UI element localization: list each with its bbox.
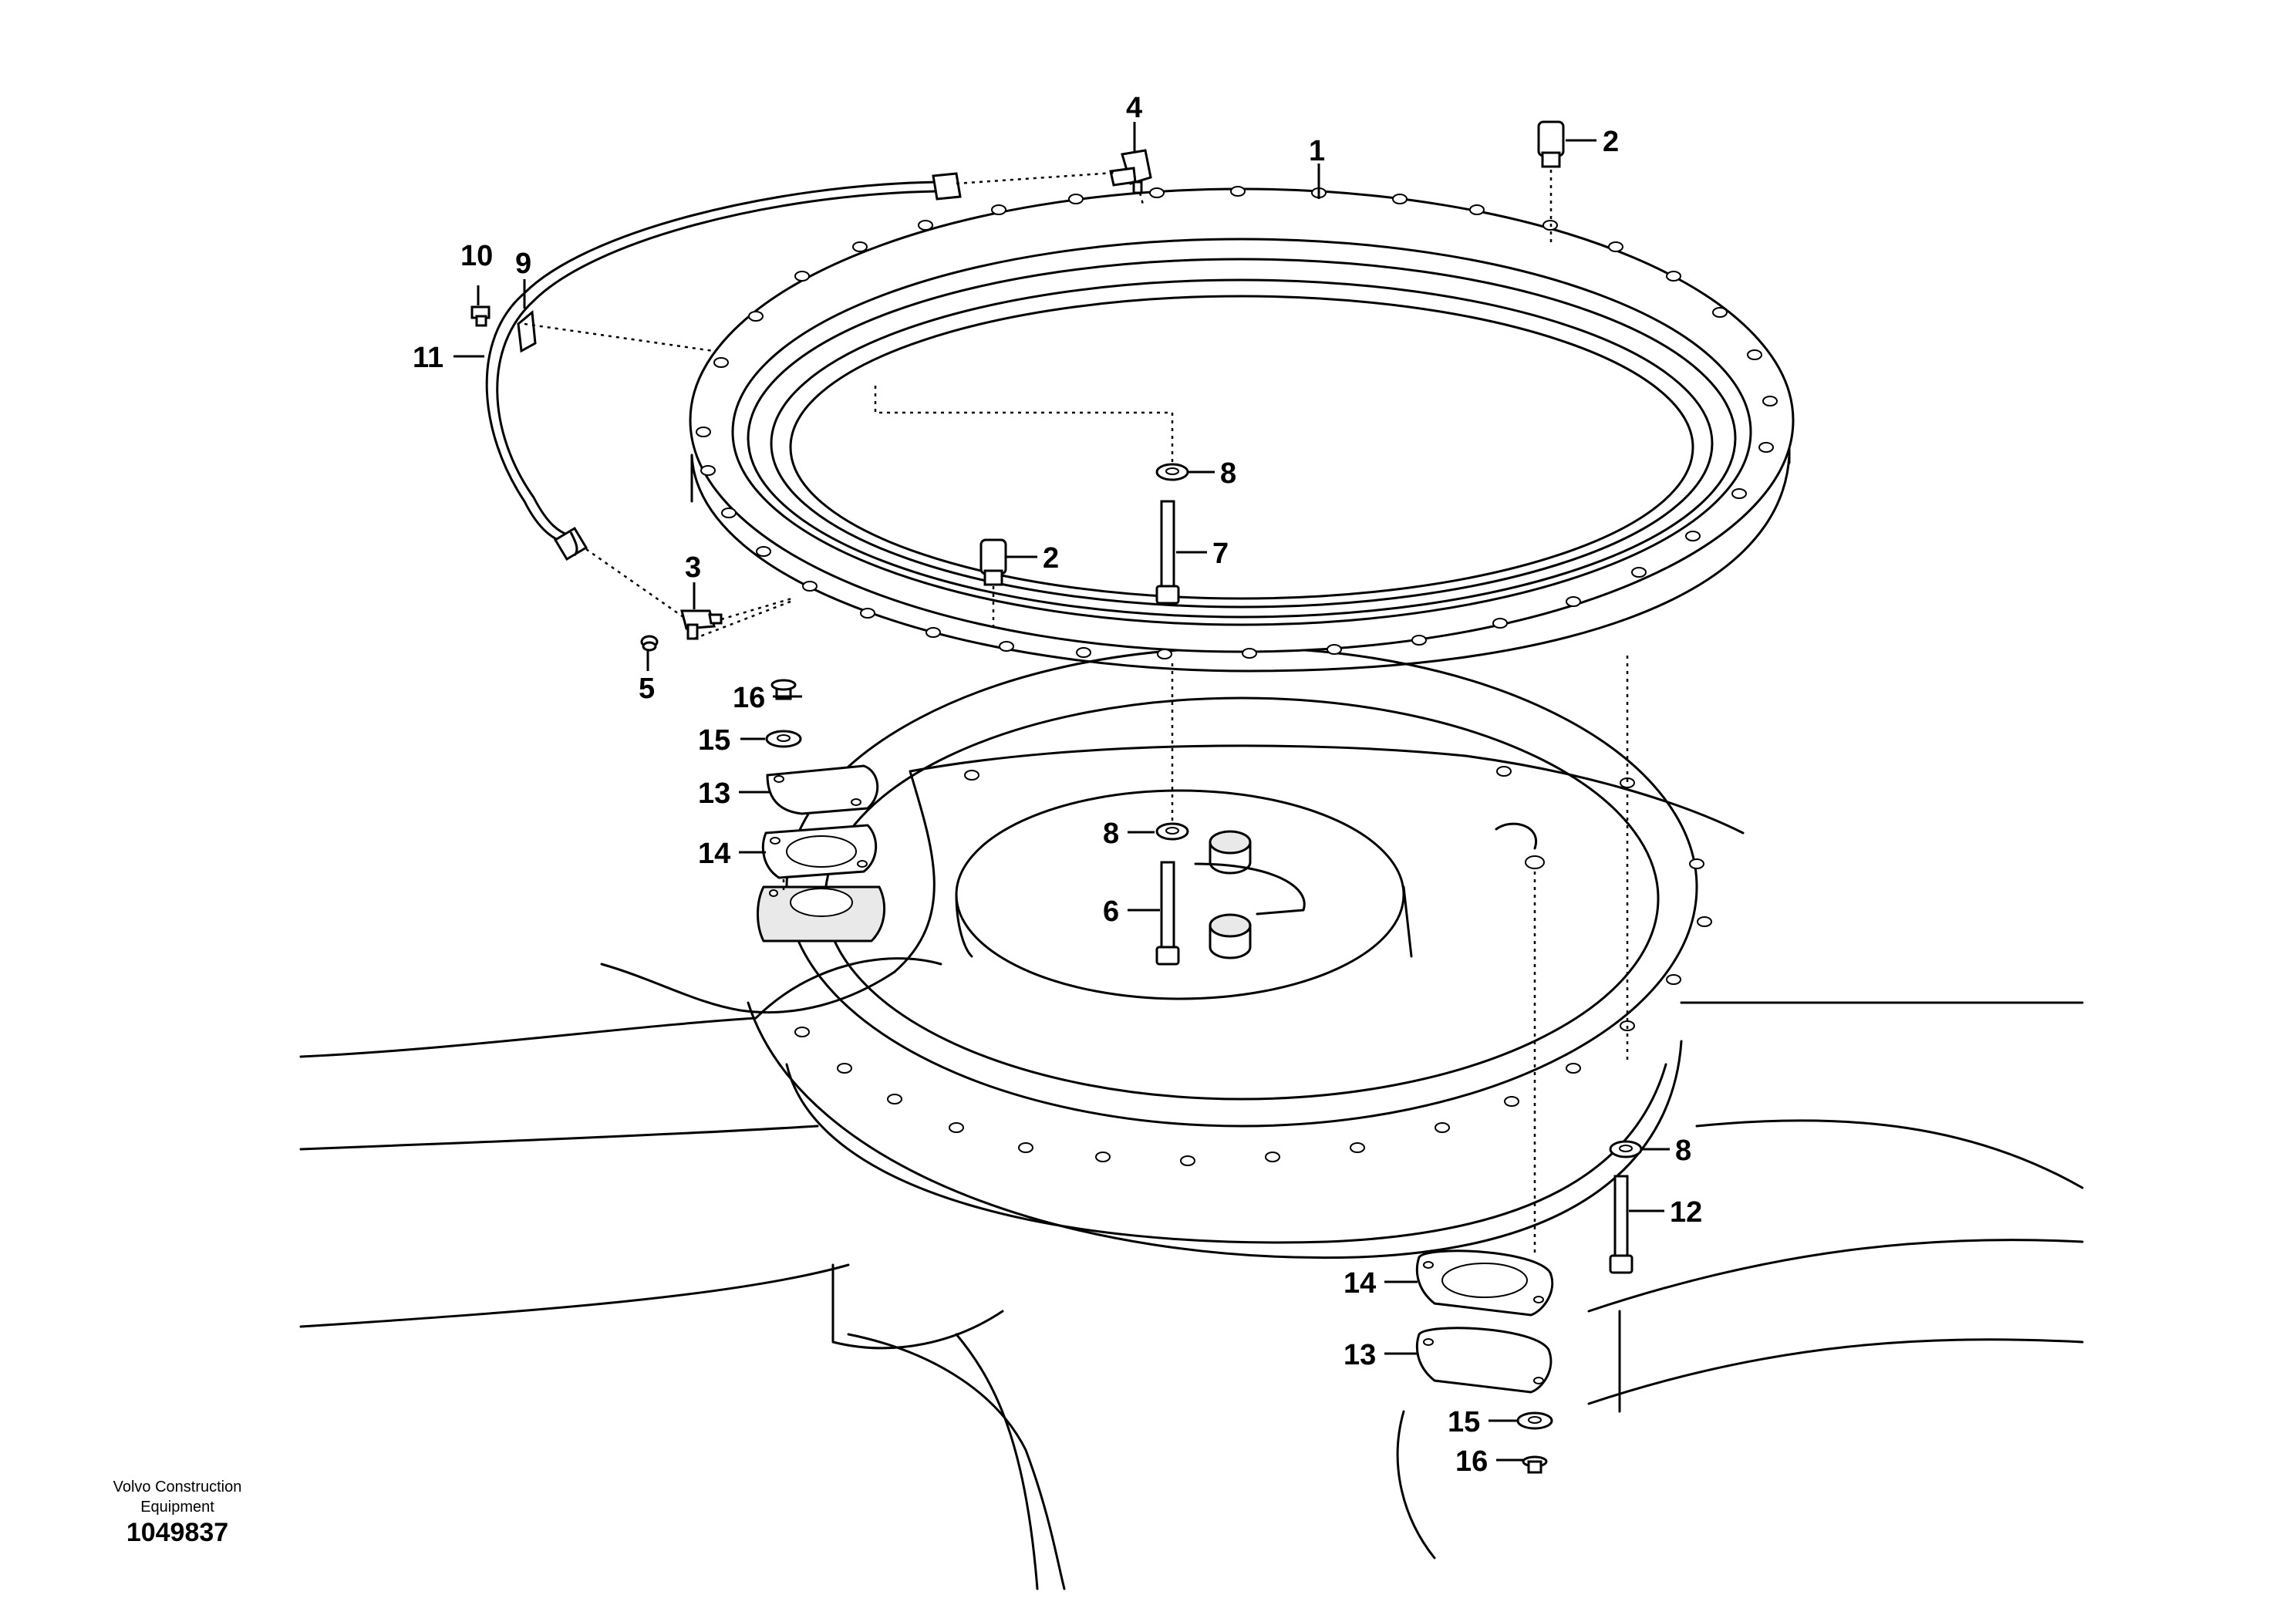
callout-8-upper: 8 (1220, 457, 1236, 490)
callout-4: 4 (1126, 92, 1142, 124)
callout-13-left: 13 (698, 777, 730, 810)
callout-8-lower: 8 (1675, 1135, 1691, 1167)
callout-15-left: 15 (698, 724, 730, 757)
cap-screw-inner (979, 538, 1007, 586)
undercarriage-frame (299, 744, 2084, 1590)
cap-screw-upper (1537, 120, 1565, 168)
callout-16-right: 16 (1455, 1445, 1488, 1478)
callout-16-left: 16 (733, 682, 765, 714)
assembly-lines (524, 170, 1629, 1257)
callout-6: 6 (1103, 895, 1119, 928)
washer-upper (1155, 463, 1189, 481)
callout-10: 10 (460, 240, 493, 272)
grease-line-assembly (470, 149, 1152, 652)
drawing-number: 1049837 (126, 1518, 229, 1547)
callout-14-right: 14 (1344, 1267, 1376, 1300)
cover-gasket-set-right (1415, 1249, 1554, 1474)
grease-plug (640, 635, 659, 652)
callout-numbers: 1 2 2 3 4 5 6 7 8 8 8 9 10 11 12 13 13 1… (413, 92, 1702, 1478)
callout-14-left: 14 (698, 838, 730, 870)
washer-middle (1155, 822, 1189, 841)
manufacturer-line-1: Volvo Construction (113, 1479, 242, 1496)
clip-bolt (470, 305, 491, 327)
elbow-fitting (1109, 149, 1152, 194)
tee-fitting (680, 609, 723, 640)
manufacturer-name: Volvo Construction Equipment (77, 1477, 278, 1517)
callout-2-upper: 2 (1603, 126, 1619, 158)
callout-leaders (453, 122, 1670, 1462)
callout-9: 9 (515, 248, 531, 280)
cover-gasket-set-left (761, 679, 879, 879)
callout-3: 3 (685, 551, 701, 584)
callout-7: 7 (1212, 538, 1229, 570)
callout-1: 1 (1309, 135, 1325, 167)
bolt-long-upper (1155, 500, 1180, 605)
callout-11: 11 (413, 342, 443, 374)
bolt-long-middle (1155, 861, 1180, 966)
callout-12: 12 (1670, 1196, 1702, 1229)
callout-13-right: 13 (1344, 1339, 1376, 1371)
callout-2-inner: 2 (1043, 542, 1059, 575)
turntable-bolt-holes (794, 766, 1712, 1166)
slewing-ring-bearing (689, 186, 1795, 673)
callout-15-right: 15 (1448, 1406, 1480, 1438)
washer-lower (1609, 1140, 1643, 1158)
callout-8-middle: 8 (1103, 818, 1119, 850)
callout-5: 5 (639, 673, 655, 705)
bolt-lower (1609, 1175, 1633, 1274)
manufacturer-line-2: Equipment (140, 1499, 214, 1516)
ring-bolt-holes (696, 186, 1778, 659)
lower-turntable (747, 646, 1712, 1259)
